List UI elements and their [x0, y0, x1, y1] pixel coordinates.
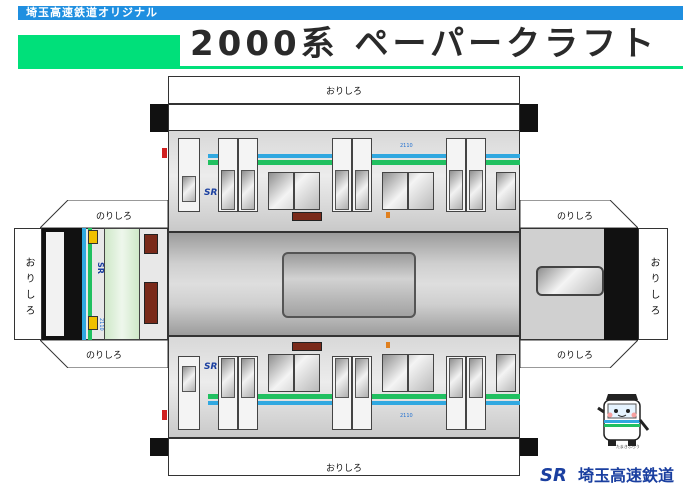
front-logo: SR: [96, 262, 105, 274]
page-title: 2000系 ペーパークラフト: [190, 24, 659, 64]
top-fold-label: おりしろ: [325, 87, 362, 97]
right-lower-tab-label: のりしろ: [556, 351, 593, 361]
rear-black-band: [604, 228, 638, 340]
top-fold-tab: おりしろ: [168, 76, 520, 104]
upper-car-bottom-strip: [168, 104, 520, 132]
upper-door-4-window: [355, 170, 369, 210]
left-fold-label: おりしろ: [23, 257, 34, 321]
right-upper-tab-label: のりしろ: [556, 212, 593, 222]
lower-door-2-window: [241, 358, 255, 398]
right-fold-label: おりしろ: [648, 257, 659, 321]
rear-end-window: [536, 266, 604, 296]
front-blue-stripe: [82, 228, 86, 340]
mascot-caption: たまきぷらう: [616, 444, 640, 449]
upper-door-6-window: [469, 170, 483, 210]
front-cab-white-corner: [46, 232, 64, 336]
company-logo: SR 埼玉高速鉄道: [540, 464, 690, 490]
left-upper-tab: のりしろ: [40, 200, 168, 228]
top-tab-black-left: [150, 104, 168, 132]
upper-cab-door-window: [182, 176, 196, 202]
lower-door-4-window: [355, 358, 369, 398]
lower-door-indicator: [386, 342, 390, 348]
lower-door-1-window: [221, 358, 235, 398]
left-upper-tab-shape: [40, 200, 168, 228]
upper-door-3-window: [335, 170, 349, 210]
mascot-icon: [597, 394, 650, 446]
lower-window-3: [496, 354, 516, 392]
header-subtitle: 埼玉高速鉄道オリジナル: [26, 6, 158, 19]
front-number: 2110: [98, 318, 104, 331]
front-green-stripe: [88, 228, 92, 340]
bottom-fold-tab: おりしろ: [168, 438, 520, 476]
bottom-tab-black-right: [520, 438, 538, 456]
upper-door-5-window: [449, 170, 463, 210]
right-lower-tab: のりしろ: [520, 340, 638, 368]
upper-door-indicator: [386, 212, 390, 218]
front-headlight-top: [88, 230, 98, 244]
left-fold-tab: おりしろ: [14, 228, 42, 340]
lower-destination-sign: [292, 342, 322, 351]
lower-cab-door-window: [182, 366, 196, 392]
upper-door-2-window: [221, 170, 235, 210]
left-lower-tab-shape: [40, 340, 168, 368]
left-lower-tab-label: のりしろ: [85, 351, 122, 361]
company-logo-mark: SR: [540, 465, 567, 486]
lower-logo: SR: [204, 362, 218, 372]
lower-window-1-divider: [293, 354, 295, 392]
lower-door-3-window: [335, 358, 349, 398]
upper-door-1-window: [241, 170, 255, 210]
front-destination-sign: [144, 282, 158, 324]
lower-car-number: 2110: [400, 413, 413, 419]
lower-window-2-divider: [407, 354, 409, 392]
upper-destination-sign: [292, 212, 322, 221]
upper-marker-light: [162, 148, 167, 158]
upper-logo: SR: [204, 188, 218, 198]
upper-car-number: 2110: [400, 143, 413, 149]
left-upper-tab-label: のりしろ: [95, 212, 132, 222]
right-fold-tab: おりしろ: [638, 228, 668, 340]
upper-window-3: [496, 172, 516, 210]
company-logo-name: 埼玉高速鉄道: [578, 466, 675, 485]
top-tab-black-right: [520, 104, 538, 132]
right-upper-tab-shape: [520, 200, 638, 228]
front-number-sign: [144, 234, 158, 254]
upper-window-2-divider: [407, 172, 409, 210]
roof-vent: [282, 252, 416, 318]
left-lower-tab: のりしろ: [40, 340, 168, 368]
header-title-box: [180, 22, 683, 66]
front-windshield: [104, 228, 140, 340]
header-top-bar: [18, 6, 683, 20]
front-headlight-bottom: [88, 316, 98, 330]
bottom-tab-black-left: [150, 438, 168, 456]
lower-door-6-window: [469, 358, 483, 398]
upper-window-1-divider: [293, 172, 295, 210]
lower-door-5-window: [449, 358, 463, 398]
bottom-fold-label: おりしろ: [325, 464, 362, 474]
mascot-illustration: たまきぷらう: [590, 390, 654, 450]
lower-marker-light: [162, 410, 167, 420]
right-lower-tab-shape: [520, 340, 638, 368]
right-upper-tab: のりしろ: [520, 200, 638, 228]
